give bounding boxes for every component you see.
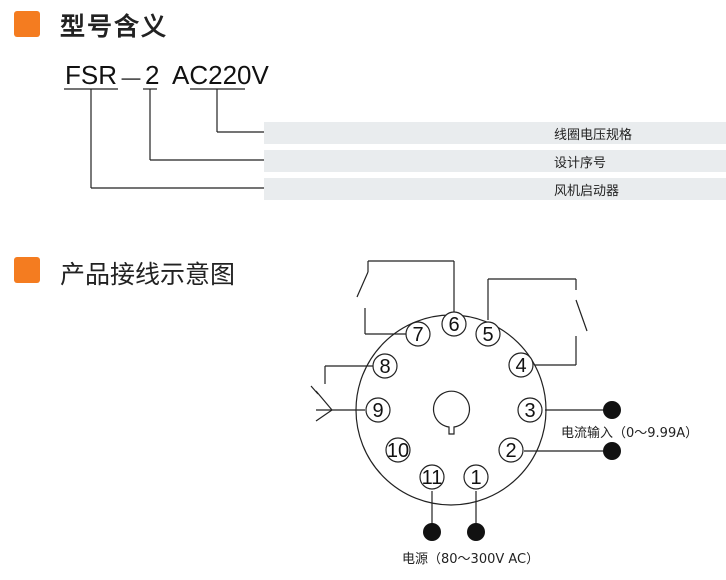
meaning-bar-fan-starter: 风机启动器: [264, 178, 726, 200]
terminal-dot-pin-3: [603, 401, 621, 419]
svg-text:3: 3: [524, 400, 535, 422]
section2-marker-icon: [14, 257, 40, 283]
svg-text:2: 2: [505, 440, 516, 462]
pin-4: 4: [508, 352, 534, 378]
pin-3: 3: [517, 397, 543, 423]
pin-7: 7: [405, 321, 431, 347]
pin-11: 11: [419, 464, 445, 490]
pin-1: 1: [463, 464, 489, 490]
svg-text:6: 6: [448, 314, 459, 336]
pin-5: 5: [475, 321, 501, 347]
terminal-dot-pin-1: [467, 523, 485, 541]
model-code-voltage: AC220V: [172, 60, 269, 90]
meaning-design-serial: 设计序号: [554, 156, 607, 171]
wire-contact-6-7: [356, 260, 455, 335]
current-input-label: 电流输入（0～9.99A）: [561, 425, 698, 441]
pin-6: 6: [441, 311, 467, 337]
svg-text:10: 10: [387, 440, 409, 462]
terminal-dot-pin-11: [423, 523, 441, 541]
section1-title: 型号含义: [60, 12, 169, 41]
terminal-dot-pin-2: [603, 442, 621, 460]
svg-text:1: 1: [470, 467, 481, 489]
meaning-bar-design-serial: 设计序号: [264, 150, 726, 172]
pin-2: 2: [498, 437, 524, 463]
svg-text:11: 11: [422, 467, 443, 489]
meaning-fan-starter: 风机启动器: [554, 184, 620, 199]
pin-10: 10: [385, 437, 411, 463]
meaning-coil-voltage: 线圈电压规格: [554, 128, 633, 143]
model-code-serial: 2: [145, 60, 160, 90]
wire-contact-8-9: [310, 365, 373, 422]
pin-8: 8: [372, 353, 398, 379]
svg-text:4: 4: [515, 355, 526, 377]
svg-text:7: 7: [412, 324, 423, 346]
svg-text:9: 9: [372, 400, 383, 422]
power-label: 电源（80～300V AC）: [402, 552, 539, 567]
section2-title: 产品接线示意图: [60, 260, 236, 289]
socket-keyway: [432, 390, 471, 435]
model-code-fsr: FSR: [65, 60, 117, 90]
model-code-leader-lines: [64, 88, 264, 189]
svg-text:8: 8: [379, 356, 390, 378]
section1-marker-icon: [14, 11, 40, 37]
pin-9: 9: [365, 397, 391, 423]
wire-contact-5-4: [487, 278, 588, 366]
svg-text:5: 5: [482, 324, 493, 346]
model-code-dash: －: [118, 65, 145, 95]
meaning-bar-coil-voltage: 线圈电压规格: [264, 122, 726, 144]
